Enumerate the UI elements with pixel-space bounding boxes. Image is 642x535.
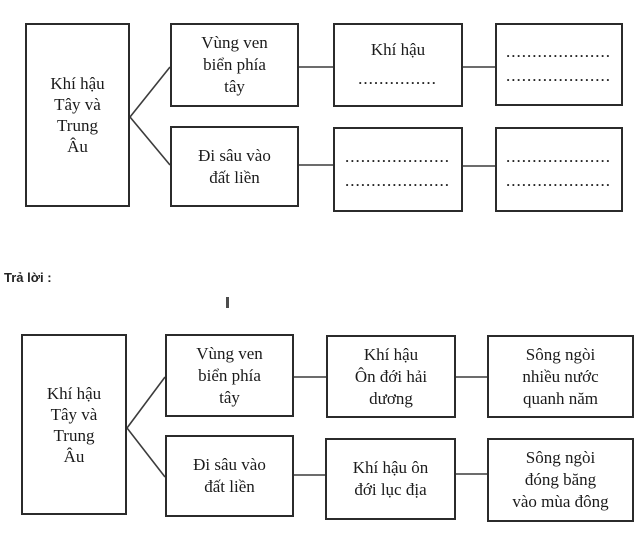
answer-inland-box: Đi sâu vào đất liền bbox=[165, 435, 294, 517]
answer-inland-climate-label: Khí hậu ôn đới lục địa bbox=[352, 458, 429, 499]
answer-inland-rivers-label: Sông ngòi đóng băng vào mùa đông bbox=[512, 448, 609, 511]
question-inland-rivers-box: .................... ...................… bbox=[495, 127, 623, 212]
answer-root-label: Khí hậu Tây và Trung Âu bbox=[46, 383, 102, 466]
question-coastal-climate-box: Khí hậu ............... bbox=[333, 23, 463, 107]
answer-inland-climate-box: Khí hậu ôn đới lục địa bbox=[325, 438, 456, 520]
answer-coastal-rivers-box: Sông ngòi nhiều nước quanh năm bbox=[487, 335, 634, 418]
question-coastal-rivers-blank: .................... ...................… bbox=[506, 44, 612, 84]
answer-coastal-climate-box: Khí hậu Ôn đới hải dương bbox=[326, 335, 456, 418]
answer-coastal-climate-label: Khí hậu Ôn đới hải dương bbox=[354, 344, 428, 408]
answer-root-box: Khí hậu Tây và Trung Âu bbox=[21, 334, 127, 515]
answer-inland-label: Đi sâu vào đất liền bbox=[193, 455, 266, 496]
answer-inland-rivers-box: Sông ngòi đóng băng vào mùa đông bbox=[487, 438, 634, 522]
question-root-box: Khí hậu Tây và Trung Âu bbox=[25, 23, 130, 207]
answer-coastal-rivers-label: Sông ngòi nhiều nước quanh năm bbox=[522, 344, 599, 408]
question-coastal-label: Vùng ven biển phía tây bbox=[201, 33, 268, 96]
answer-section-label: Trả lời : bbox=[4, 270, 52, 285]
question-coastal-rivers-box: .................... ...................… bbox=[495, 23, 623, 106]
question-inland-climate-box: .................... ...................… bbox=[333, 127, 463, 212]
question-root-label: Khí hậu Tây và Trung Âu bbox=[50, 74, 105, 156]
question-inland-label: Đi sâu vào đất liền bbox=[198, 145, 271, 187]
question-inland-climate-blank: .................... ...................… bbox=[345, 149, 451, 189]
question-inland-rivers-blank: .................... ...................… bbox=[506, 149, 612, 189]
answer-coastal-box: Vùng ven biển phía tây bbox=[165, 334, 294, 417]
question-coastal-climate-blank: ............... bbox=[358, 71, 438, 87]
question-inland-box: Đi sâu vào đất liền bbox=[170, 126, 299, 207]
question-coastal-climate-label: Khí hậu bbox=[370, 39, 426, 59]
question-coastal-box: Vùng ven biển phía tây bbox=[170, 23, 299, 107]
text-cursor-mark bbox=[226, 297, 229, 308]
answer-coastal-label: Vùng ven biển phía tây bbox=[196, 343, 263, 407]
